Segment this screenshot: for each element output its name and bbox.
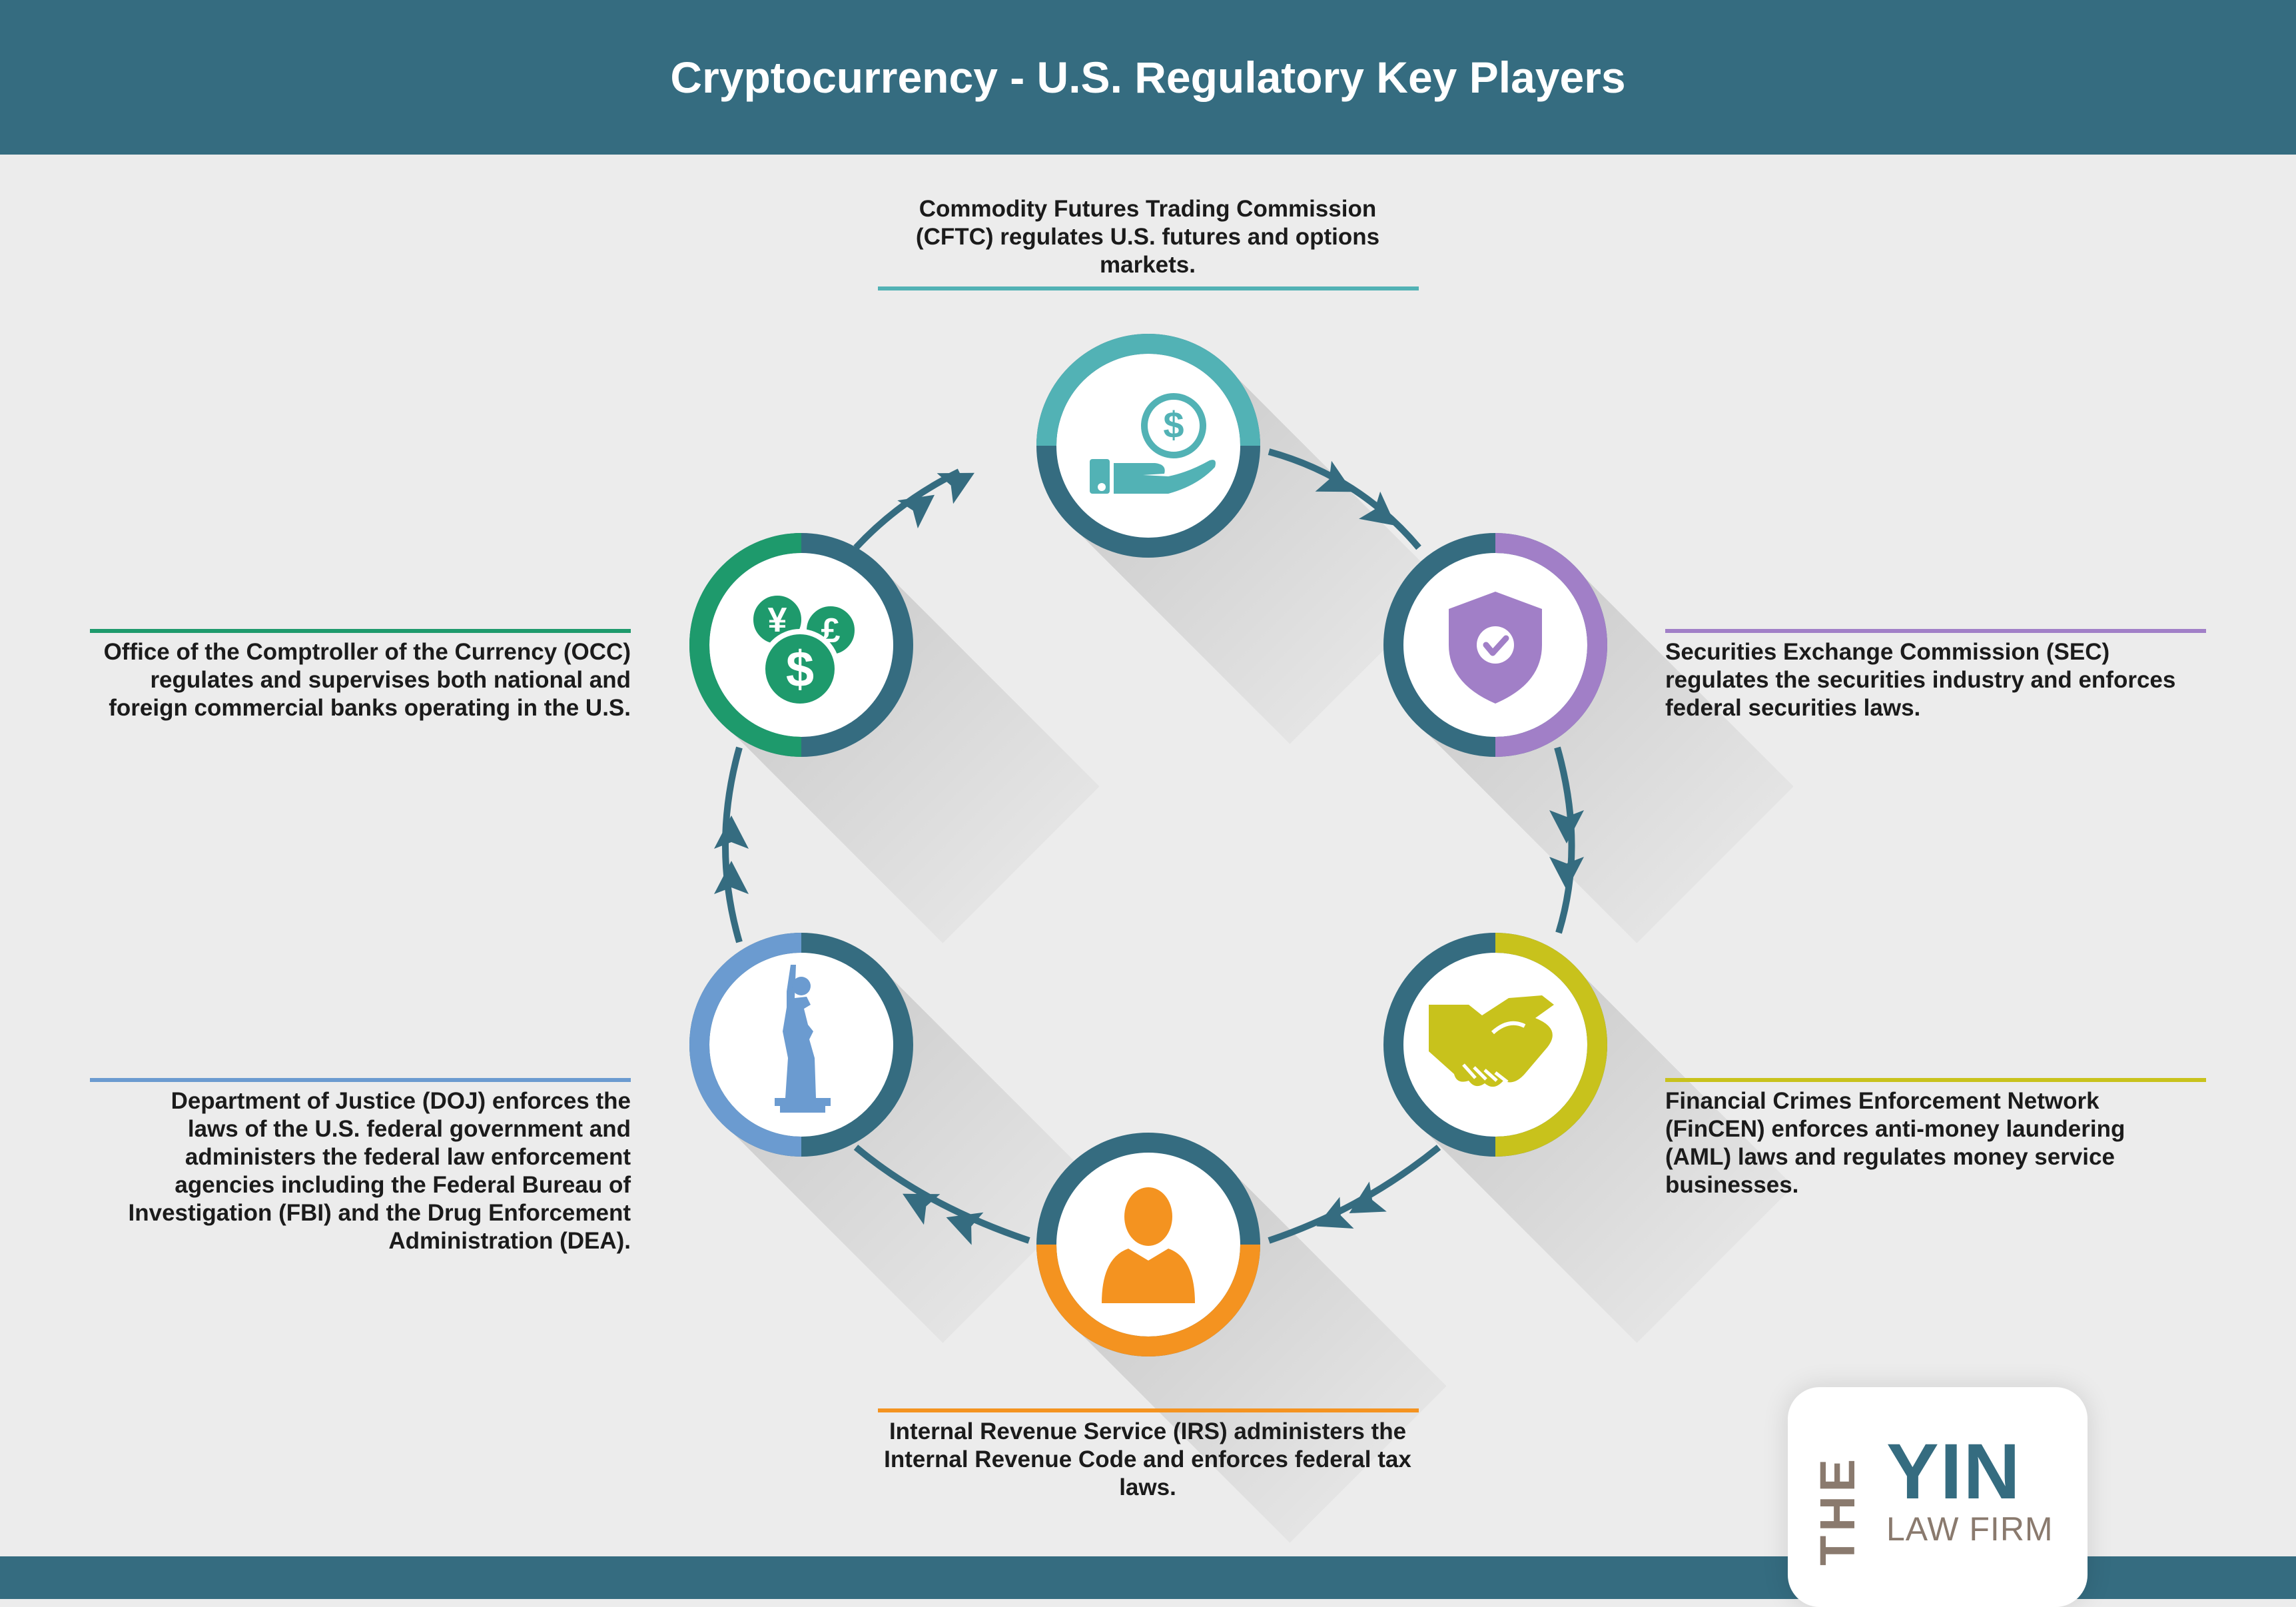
node-irs [1036,1133,1260,1356]
cycle-arrowhead [714,861,749,894]
statue-of-liberty-icon [775,965,831,1113]
cycle-arrowhead [903,1193,941,1225]
cycle-arrowhead [946,1212,984,1245]
occ-description: Office of the Comptroller of the Currenc… [103,639,631,721]
logo-yin-text: YIN [1886,1428,2022,1516]
node-irs-accent-arc [1036,1244,1260,1356]
cycle-arrowhead [1549,810,1584,843]
logo-the-text: THE [1810,1455,1865,1566]
cftc-description: Commodity Futures Trading Commission (CF… [915,196,1380,278]
node-cftc-accent-arc [1036,334,1260,446]
fincen-divider [1665,1078,2206,1082]
fincen-description: Financial Crimes Enforcement Network (Fi… [1665,1088,2125,1198]
cycle-arrowhead [937,472,974,504]
cycle-arrowhead [897,494,935,529]
node-doj-accent-arc [689,933,802,1157]
logo-card [1788,1387,2088,1607]
node-occ: ¥£$ [689,533,913,757]
node-fincen-accent-arc [1495,933,1607,1157]
sec-divider [1665,629,2206,633]
cycle-arrowhead [1349,1181,1387,1213]
node-sec [1383,533,1607,757]
node-occ-accent-arc [689,533,802,757]
node-doj [689,933,913,1157]
cycle-arrowhead [1359,491,1396,526]
svg-text:$: $ [786,642,814,698]
doj-description: Department of Justice (DOJ) enforces the… [128,1088,631,1254]
doj-divider [90,1078,631,1082]
occ-divider [90,629,631,633]
svg-text:$: $ [1163,404,1184,446]
sec-description: Securities Exchange Commission (SEC) reg… [1665,639,2176,721]
cycle-arrowhead [1316,1197,1354,1229]
shield-check-icon [1449,592,1542,704]
header-bar [0,0,2296,155]
cycle-arrowhead [1549,857,1584,890]
cycle-arrowhead [1315,460,1353,492]
irs-description: Internal Revenue Service (IRS) administe… [884,1418,1411,1500]
handshake-icon [1429,995,1554,1087]
page-title: Cryptocurrency - U.S. Regulatory Key Pla… [670,53,1626,102]
person-icon [1102,1187,1195,1303]
node-sec-accent-arc [1495,533,1607,757]
currency-coins-icon: ¥£$ [748,590,860,709]
hand-dollar-coin-icon: $ [1090,393,1216,494]
logo-law-firm-text: LAW FIRM [1886,1510,2054,1548]
cycle-arrowhead [714,815,749,849]
node-fincen [1383,933,1607,1157]
cftc-divider [878,286,1419,290]
node-cftc: $ [1036,334,1260,558]
irs-divider [878,1408,1419,1412]
